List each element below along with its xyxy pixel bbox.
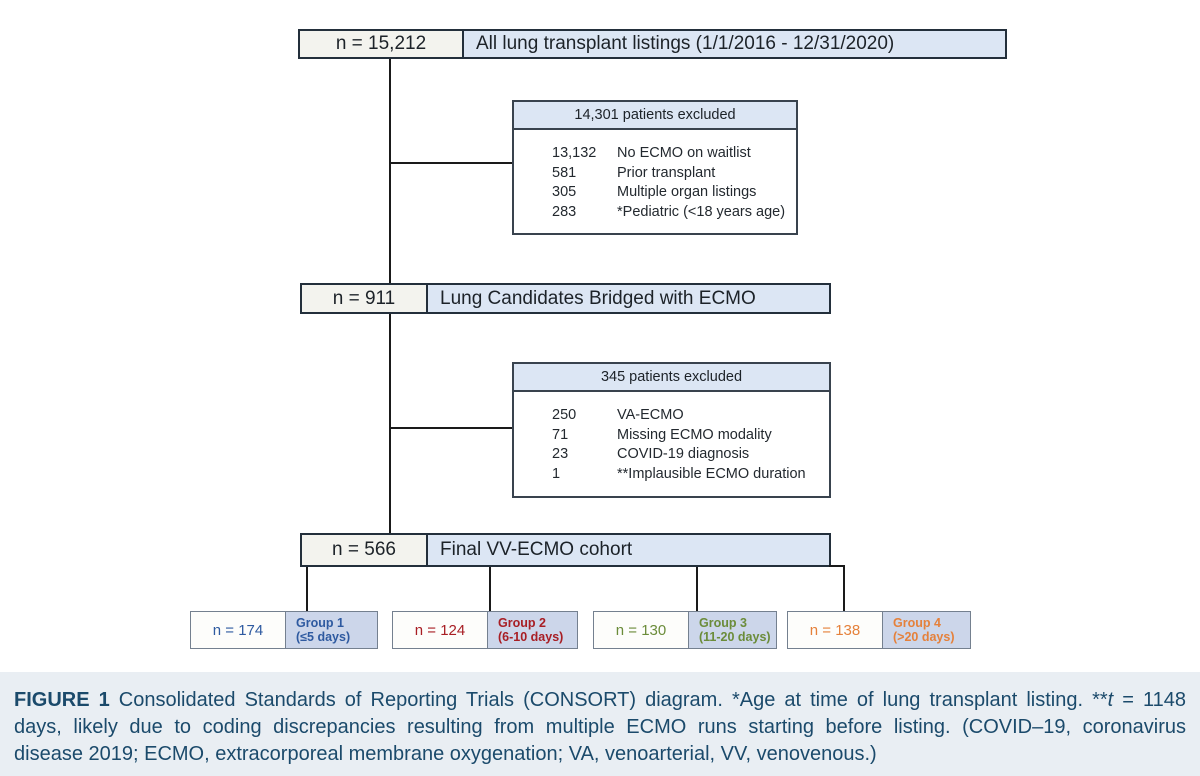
group-3-range: (11-20 days)	[699, 630, 771, 644]
group-4-n: n = 138	[788, 612, 883, 648]
exclusion-box-2: 345 patients excluded 250 VA-ECMO 71 Missi…	[512, 362, 831, 498]
exclusion-row: 13,132 No ECMO on waitlist	[552, 144, 790, 164]
exclusion-row: 71 Missing ECMO modality	[552, 426, 823, 446]
connector-line-vertical-1	[389, 59, 391, 283]
exclusion-count: 23	[552, 446, 569, 462]
group-2-n: n = 124	[393, 612, 488, 648]
exclusion-reason: Prior transplant	[617, 164, 716, 181]
connector-line-extension	[829, 565, 845, 567]
exclusion-count: 283	[552, 203, 577, 220]
group-3-name: Group 3	[699, 615, 747, 630]
n-count-bridged-ecmo: n = 911	[302, 285, 428, 312]
exclusion-count: 305	[552, 184, 577, 200]
exclusion-count: 581	[552, 164, 577, 181]
cohort-box-bridged-ecmo: n = 911 Lung Candidates Bridged with ECM…	[300, 283, 831, 314]
exclusion-row: 23 COVID-19 diagnosis	[552, 445, 823, 465]
exclusion-row: 283 *Pediatric (<18 years age)	[552, 203, 790, 223]
exclusion-reason: No ECMO on waitlist	[617, 145, 751, 161]
group-box-3: n = 130 Group 3 (11-20 days)	[593, 611, 777, 649]
caption-line-3: disease 2019; ECMO, extracorporeal membr…	[14, 743, 877, 765]
n-count-all-listings: n = 15,212	[300, 31, 464, 57]
group-box-2: n = 124 Group 2 (6-10 days)	[392, 611, 578, 649]
connector-drop-group3	[696, 567, 698, 611]
exclusion-reason: **Implausible ECMO duration	[617, 465, 806, 482]
exclusion-1-header: 14,301 patients excluded	[514, 102, 796, 130]
group-box-4: n = 138 Group 4 (>20 days)	[787, 611, 971, 649]
exclusion-reason: COVID-19 diagnosis	[617, 446, 750, 462]
n-count-final-cohort: n = 566	[302, 535, 428, 565]
group-3-n: n = 130	[594, 612, 689, 648]
group-2-name: Group 2	[498, 615, 546, 630]
group-1-range: (≤5 days)	[296, 630, 351, 644]
group-4-label: Group 4 (>20 days)	[883, 612, 970, 648]
figure-label: FIGURE 1	[14, 689, 110, 711]
figure-caption: FIGURE 1 Consolidated Standards of Repor…	[0, 672, 1200, 776]
cohort-label-bridged-ecmo: Lung Candidates Bridged with ECMO	[440, 287, 756, 309]
exclusion-count: 13,132	[552, 145, 597, 161]
exclusion-reason: *Pediatric (<18 years age)	[617, 203, 786, 220]
exclusion-2-body: 250 VA-ECMO 71 Missing ECMO modality 23 COV…	[514, 392, 829, 484]
caption-text-1a: Consolidated Standards of Reporting Tria…	[109, 689, 1108, 711]
exclusion-count: 1	[552, 465, 561, 482]
connector-line-branch-2	[391, 427, 512, 429]
group-2-label: Group 2 (6-10 days)	[488, 612, 577, 648]
exclusion-row: 250 VA-ECMO	[552, 406, 823, 426]
exclusion-reason: VA-ECMO	[617, 407, 684, 423]
group-1-label: Group 1 (≤5 days)	[286, 612, 377, 648]
connector-drop-group4	[843, 567, 845, 611]
group-3-label: Group 3 (11-20 days)	[689, 612, 776, 648]
connector-drop-group2	[489, 567, 491, 611]
exclusion-reason: Missing ECMO modality	[617, 426, 772, 443]
cohort-box-all-listings: n = 15,212 All lung transplant listings …	[298, 29, 1007, 59]
group-4-name: Group 4	[893, 615, 941, 630]
group-2-range: (6-10 days)	[498, 630, 564, 644]
cohort-box-final-vv-ecmo: n = 566 Final VV-ECMO cohort	[300, 533, 831, 567]
group-1-n: n = 174	[191, 612, 286, 648]
caption-italic-t: t	[1107, 689, 1114, 711]
connector-drop-group1	[306, 567, 308, 611]
exclusion-row: 1 **Implausible ECMO duration	[552, 465, 823, 485]
exclusion-row: 305 Multiple organ listings	[552, 183, 790, 203]
exclusion-count: 250	[552, 407, 577, 423]
exclusion-box-1: 14,301 patients excluded 13,132 No ECMO o…	[512, 100, 798, 235]
exclusion-1-body: 13,132 No ECMO on waitlist 581 Prior trans…	[514, 130, 796, 222]
exclusion-row: 581 Prior transplant	[552, 164, 790, 184]
caption-text-1b: = 1148	[1113, 689, 1186, 711]
group-box-1: n = 174 Group 1 (≤5 days)	[190, 611, 378, 649]
caption-line-1: FIGURE 1 Consolidated Standards of Repor…	[14, 687, 1186, 714]
cohort-label-final-cohort: Final VV-ECMO cohort	[440, 539, 633, 560]
connector-line-branch-1	[391, 162, 512, 164]
cohort-label-all-listings: All lung transplant listings (1/1/2016 -…	[476, 33, 895, 54]
connector-line-vertical-2	[389, 314, 391, 533]
group-1-name: Group 1	[296, 615, 344, 630]
group-4-range: (>20 days)	[893, 630, 955, 644]
caption-line-2: days, likely due to coding discrepancies…	[14, 716, 1186, 738]
exclusion-count: 71	[552, 426, 569, 443]
exclusion-2-header: 345 patients excluded	[514, 364, 829, 392]
exclusion-reason: Multiple organ listings	[617, 184, 757, 200]
